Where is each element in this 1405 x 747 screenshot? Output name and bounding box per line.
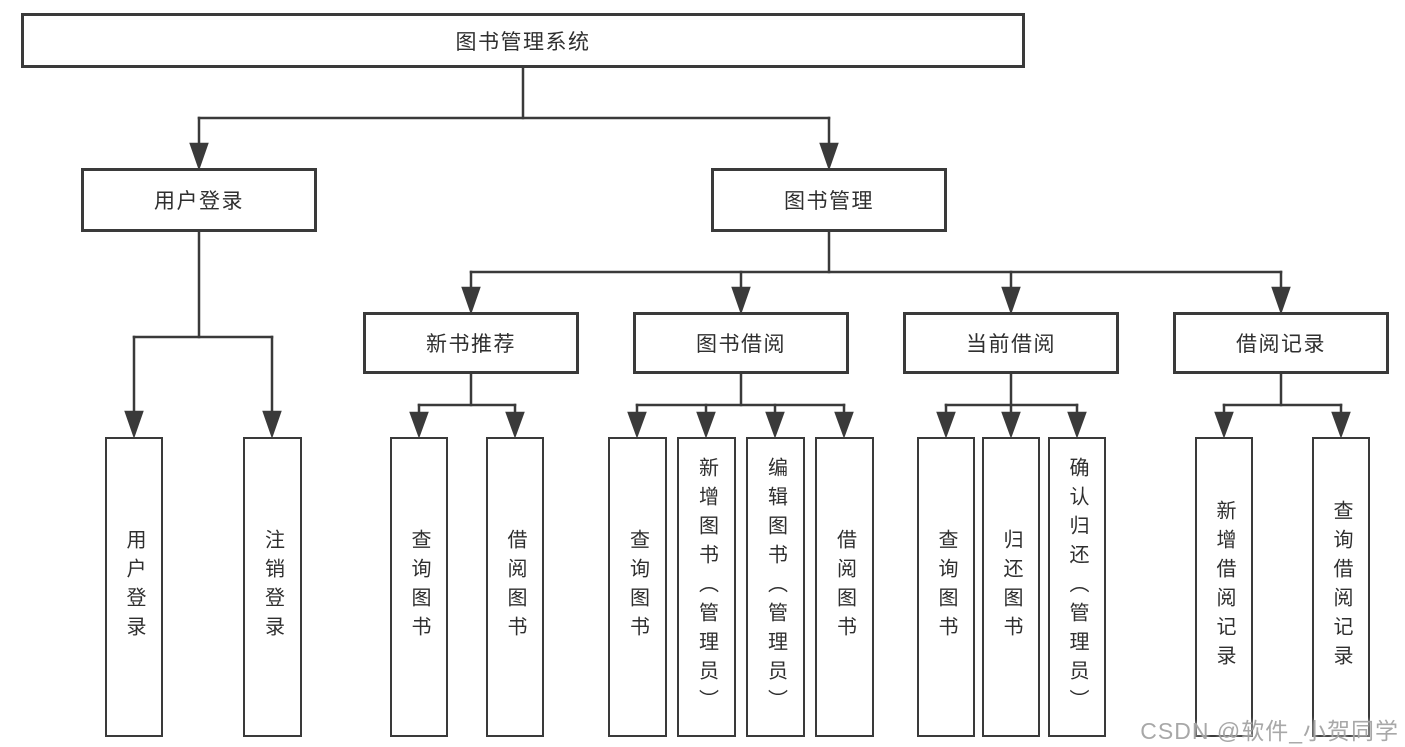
connector-root-to-level2 <box>189 66 839 171</box>
arrowhead-icon <box>819 142 839 171</box>
arrowhead-icon <box>1271 286 1291 315</box>
node-leaf-cb-confirm-return-label: 确认归还（管理员） <box>1066 456 1088 718</box>
node-leaf-nb-query-books: 查询图书 <box>390 437 448 737</box>
node-leaf-bb-query-books-label: 查询图书 <box>626 529 649 645</box>
node-leaf-cb-query-books: 查询图书 <box>917 437 975 737</box>
node-leaf-bb-query-books: 查询图书 <box>608 437 667 737</box>
node-leaf-bb-borrow-books-label: 借阅图书 <box>833 529 856 645</box>
connector-book-management-children <box>461 230 1291 315</box>
arrowhead-icon <box>189 142 209 171</box>
arrowhead-icon <box>1214 411 1234 439</box>
csdn-watermark: CSDN @软件_小贺同学 <box>1140 718 1399 744</box>
node-leaf-cb-confirm-return: 确认归还（管理员） <box>1048 437 1106 737</box>
node-book-management-label: 图书管理 <box>784 190 874 213</box>
node-new-book-recommend: 新书推荐 <box>363 312 579 374</box>
node-leaf-bb-add-books-label: 新增图书（管理员） <box>695 456 718 718</box>
node-leaf-nb-query-books-label: 查询图书 <box>408 529 430 645</box>
node-borrowing-records: 借阅记录 <box>1173 312 1389 374</box>
arrowhead-icon <box>1067 411 1087 439</box>
node-leaf-cb-return-books: 归还图书 <box>982 437 1040 737</box>
arrowhead-icon <box>696 411 716 439</box>
arrowhead-icon <box>834 411 854 439</box>
node-current-borrowing: 当前借阅 <box>903 312 1119 374</box>
node-current-borrowing-label: 当前借阅 <box>966 333 1056 356</box>
arrowhead-icon <box>765 411 785 439</box>
node-leaf-user-login: 用户登录 <box>105 437 163 737</box>
node-borrowing-records-label: 借阅记录 <box>1236 333 1326 356</box>
arrowhead-icon <box>1001 286 1021 315</box>
node-leaf-bb-add-books: 新增图书（管理员） <box>677 437 736 737</box>
connector-new-book-children <box>409 372 525 439</box>
node-leaf-br-add-record: 新增借阅记录 <box>1195 437 1253 737</box>
node-leaf-bb-borrow-books: 借阅图书 <box>815 437 874 737</box>
node-leaf-bb-edit-books-label: 编辑图书（管理员） <box>764 456 787 718</box>
node-new-book-recommend-label: 新书推荐 <box>426 333 516 356</box>
node-leaf-user-login-label: 用户登录 <box>123 529 145 645</box>
arrowhead-icon <box>1001 411 1021 439</box>
node-user-login: 用户登录 <box>81 168 317 232</box>
connector-borrowing-records-children <box>1214 372 1351 439</box>
arrowhead-icon <box>262 410 282 439</box>
node-leaf-bb-edit-books: 编辑图书（管理员） <box>746 437 805 737</box>
connector-user-login-children <box>124 230 282 439</box>
arrowhead-icon <box>627 411 647 439</box>
node-book-borrowing: 图书借阅 <box>633 312 849 374</box>
arrowhead-icon <box>1331 411 1351 439</box>
arrowhead-icon <box>461 286 481 315</box>
node-leaf-logout: 注销登录 <box>243 437 302 737</box>
arrowhead-icon <box>409 411 429 439</box>
connector-book-borrowing-children <box>627 372 854 439</box>
node-book-borrowing-label: 图书借阅 <box>696 333 786 356</box>
node-leaf-br-add-record-label: 新增借阅记录 <box>1213 500 1235 674</box>
arrowhead-icon <box>731 286 751 315</box>
arrowhead-icon <box>124 410 144 439</box>
node-leaf-nb-borrow-books-label: 借阅图书 <box>504 529 526 645</box>
arrowhead-icon <box>505 411 525 439</box>
arrowhead-icon <box>936 411 956 439</box>
node-leaf-cb-return-books-label: 归还图书 <box>1000 529 1022 645</box>
node-root: 图书管理系统 <box>21 13 1025 68</box>
node-user-login-label: 用户登录 <box>154 190 244 213</box>
node-root-label: 图书管理系统 <box>455 30 591 54</box>
node-leaf-logout-label: 注销登录 <box>261 529 284 645</box>
node-leaf-nb-borrow-books: 借阅图书 <box>486 437 544 737</box>
node-leaf-br-query-record: 查询借阅记录 <box>1312 437 1370 737</box>
node-leaf-cb-query-books-label: 查询图书 <box>935 529 957 645</box>
node-book-management: 图书管理 <box>711 168 947 232</box>
connector-current-borrowing-children <box>936 372 1087 439</box>
node-leaf-br-query-record-label: 查询借阅记录 <box>1330 500 1352 674</box>
